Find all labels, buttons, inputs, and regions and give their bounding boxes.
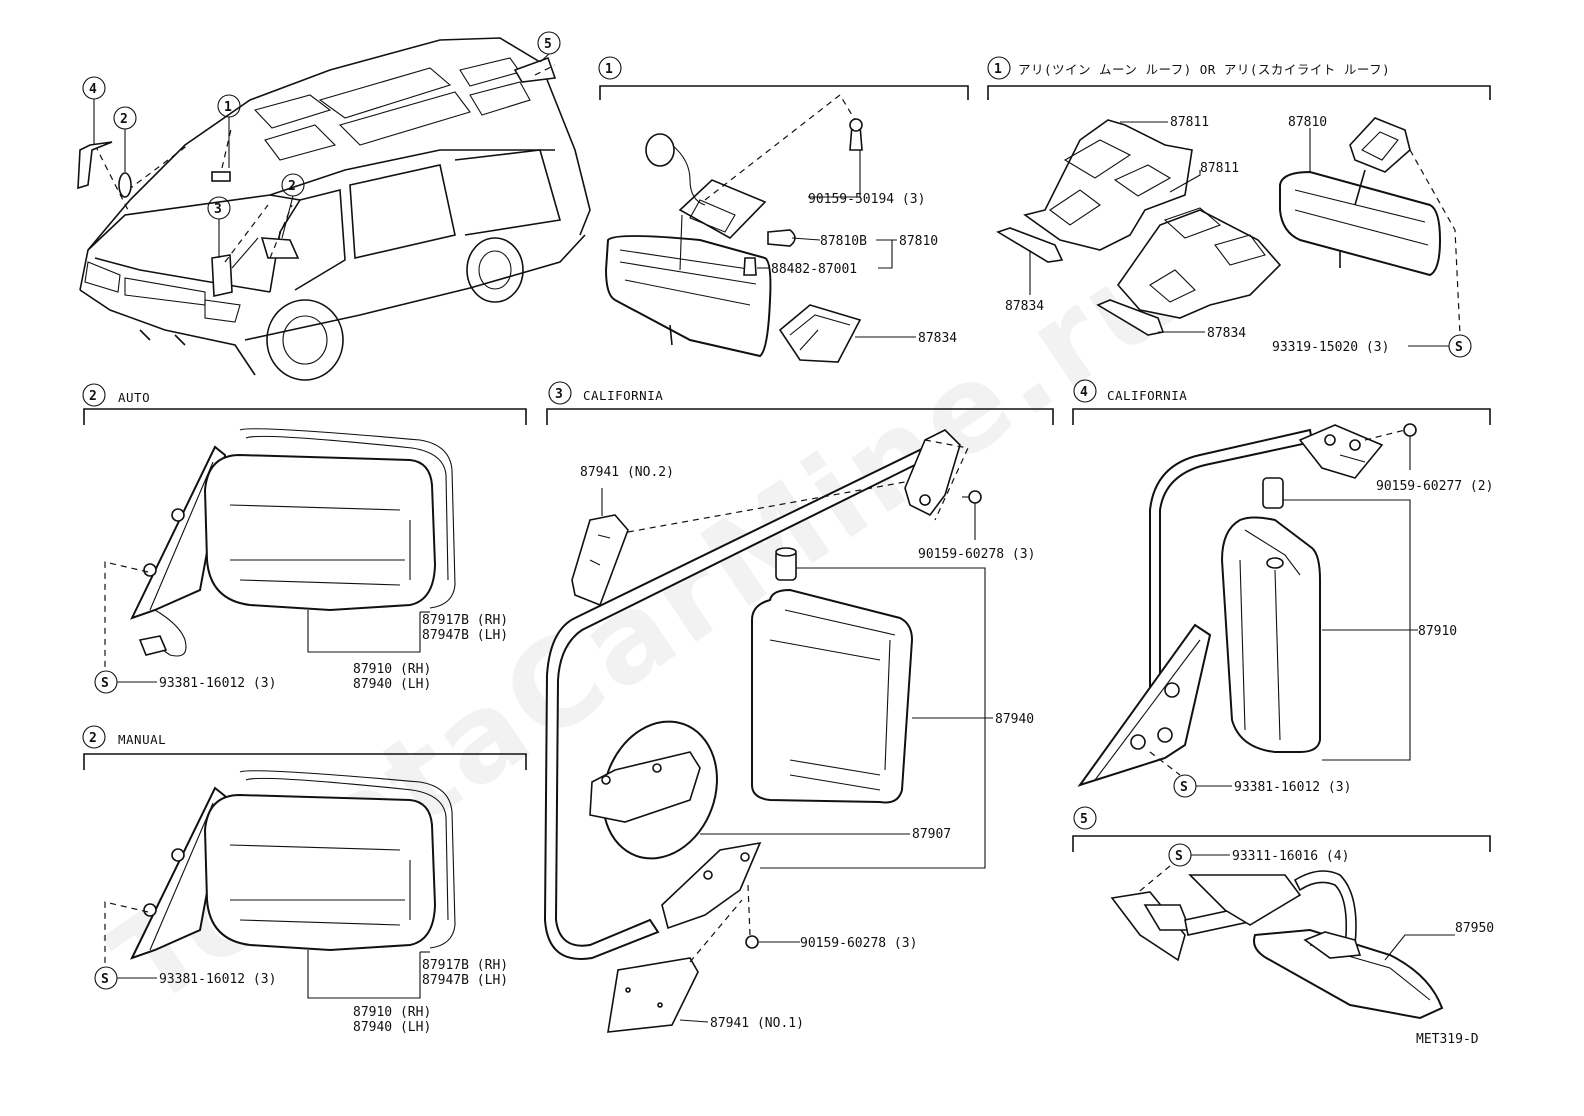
section-2-auto-number: 2 [89,389,97,404]
part-87810-roof: 87810 [1288,115,1327,130]
part-87940-LH-manual: 87940 (LH) [353,1020,431,1035]
part-87941-no1: 87941 (NO.1) [710,1016,804,1031]
symbol-s-auto: S [101,676,109,691]
callout-4: 4 [89,82,97,97]
part-87941-no2: 87941 (NO.2) [580,465,674,480]
callout-2b: 2 [288,179,296,194]
callout-1: 1 [224,100,232,115]
section-4-title: CALIFORNIA [1107,388,1187,403]
part-87834-section1: 87834 [918,331,957,346]
part-87950: 87950 [1455,921,1494,936]
part-90159-60278-lower: 90159-60278 (3) [800,936,917,951]
callout-2: 2 [120,112,128,127]
symbol-s-section4: S [1180,780,1188,795]
part-87811-upper: 87811 [1170,115,1209,130]
part-87810-section1: 87810 [899,234,938,249]
part-87947B-LH-auto: 87947B (LH) [422,628,508,643]
part-87834-left: 87834 [1005,299,1044,314]
part-87910-RH-auto: 87910 (RH) [353,662,431,677]
part-87810B: 87810B [820,234,867,249]
section-3-title: CALIFORNIA [583,388,663,403]
section-3-california-mirror: 3 CALIFORNIA 90159-60278 (3) 87941 (NO.2… [543,381,1054,1033]
section-2-auto-title: AUTO [118,390,150,405]
section-3-number: 3 [555,387,563,402]
van-overview-illustration: 4 2 1 3 2 5 [77,31,591,381]
section-1-roof-variant: 1 アリ(ツイン ムーン ルーフ) OR アリ(スカイライト ルーフ) 8781… [987,56,1491,358]
section-5-number: 5 [1080,812,1088,827]
symbol-s-section5: S [1175,849,1183,864]
part-87910-RH-manual: 87910 (RH) [353,1005,431,1020]
symbol-s-93319: S [1455,340,1463,355]
symbol-s-manual: S [101,972,109,987]
section-1b-title: アリ(ツイン ムーン ルーフ) OR アリ(スカイライト ルーフ) [1018,62,1390,77]
part-93381-16012-auto: 93381-16012 (3) [159,676,276,691]
part-93381-16012-section4: 93381-16012 (3) [1234,780,1351,795]
section-2-manual-title: MANUAL [118,732,166,747]
section-2-auto-mirror: 2 AUTO S 93381-16012 (3) 87917B (RH) 879… [82,383,527,694]
callout-3: 3 [214,202,222,217]
callout-5: 5 [544,37,552,52]
part-90159-60278-upper: 90159-60278 (3) [918,547,1035,562]
section-5-spoiler-mirror: 5 S 93311-16016 (4) 87950 [1072,806,1494,1020]
part-93381-16012-manual: 93381-16012 (3) [159,972,276,987]
section-4-number: 4 [1080,385,1088,400]
part-87917B-RH-manual: 87917B (RH) [422,958,508,973]
section-2-manual-number: 2 [89,731,97,746]
part-90159-50194: 90159-50194 (3) [808,192,925,207]
part-87811-lower: 87811 [1200,161,1239,176]
part-87947B-LH-manual: 87947B (LH) [422,973,508,988]
part-88482-87001: 88482-87001 [771,262,857,277]
part-93311-16016: 93311-16016 (4) [1232,849,1349,864]
section-4-california-mirror: 4 CALIFORNIA 90159-60277 (2) 87910 S [1072,379,1493,798]
part-87917B-RH-auto: 87917B (RH) [422,613,508,628]
part-87834-lower: 87834 [1207,326,1246,341]
section-1b-number: 1 [994,62,1002,77]
part-90159-60277: 90159-60277 (2) [1376,479,1493,494]
part-93319-15020: 93319-15020 (3) [1272,340,1389,355]
diagram-code: MET319-D [1416,1032,1479,1047]
section-1-number: 1 [605,62,613,77]
part-87940-LH-auto: 87940 (LH) [353,677,431,692]
part-87940-california: 87940 [995,712,1034,727]
part-87907: 87907 [912,827,951,842]
part-87910-california: 87910 [1418,624,1457,639]
section-2-manual-mirror: 2 MANUAL S 93381-16012 (3) 87917B (RH) 8… [82,725,527,1035]
section-1-inner-mirror: 1 90159-50194 (3) 87810B 87810 88482-870… [598,56,969,363]
